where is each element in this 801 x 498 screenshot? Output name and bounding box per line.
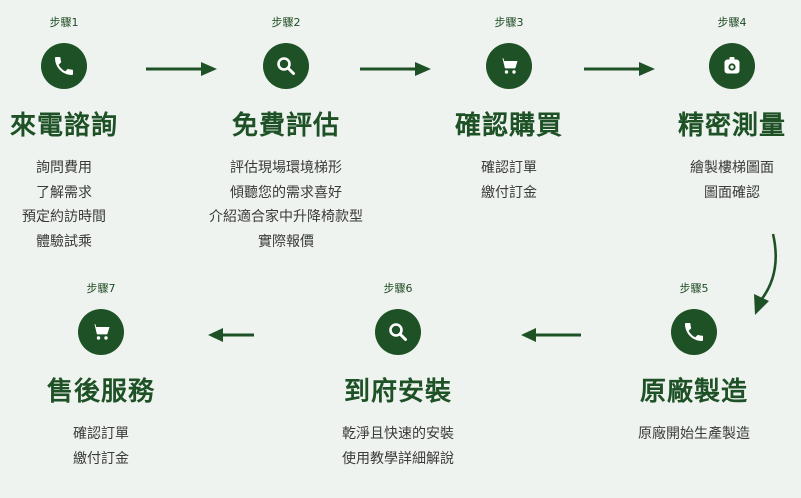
step-description: 確認訂單 繳付訂金	[6, 422, 196, 471]
step-description: 評估現場環境梯形 傾聽您的需求喜好 介紹適合家中升降椅款型 實際報價	[191, 156, 381, 254]
step-1: 步驟1 來電諮詢 詢問費用 了解需求 預定約訪時間 體驗試乘	[0, 16, 159, 254]
step-line: 實際報價	[258, 233, 314, 250]
step-description: 詢問費用 了解需求 預定約訪時間 體驗試乘	[0, 156, 159, 254]
step-7: 步驟7 售後服務 確認訂單 繳付訂金	[6, 282, 196, 471]
measure-icon	[709, 43, 755, 89]
cart-icon	[78, 309, 124, 355]
step-title: 原廠製造	[639, 377, 748, 407]
step-title: 到府安裝	[343, 377, 452, 407]
step-label: 步驟1	[49, 16, 79, 29]
step-title: 精密測量	[677, 111, 786, 141]
arrow-left-icon	[208, 328, 254, 342]
step-line: 了解需求	[36, 184, 92, 201]
step-label: 步驟6	[383, 282, 413, 295]
step-line: 繪製樓梯圖面	[690, 160, 774, 176]
step-line: 使用教學詳細解說	[342, 450, 454, 467]
curved-arrow-down-icon	[754, 233, 777, 315]
step-4: 步驟4 精密測量 繪製樓梯圖面 圖面確認	[637, 16, 801, 205]
arrow-left-icon	[521, 328, 581, 342]
step-6: 步驟6 到府安裝 乾淨且快速的安裝 使用教學詳細解說	[303, 282, 493, 471]
arrow-right-icon	[146, 62, 217, 76]
step-line: 預定約訪時間	[22, 209, 106, 225]
phone-icon	[41, 43, 87, 89]
step-title: 來電諮詢	[9, 111, 118, 141]
step-title: 確認購買	[454, 111, 563, 141]
step-title: 售後服務	[46, 377, 155, 407]
step-line: 繳付訂金	[481, 184, 537, 201]
step-description: 繪製樓梯圖面 圖面確認	[637, 156, 801, 205]
step-3: 步驟3 確認購買 確認訂單 繳付訂金	[414, 16, 604, 205]
step-description: 乾淨且快速的安裝 使用教學詳細解說	[303, 422, 493, 471]
phone-icon	[671, 309, 717, 355]
step-description: 確認訂單 繳付訂金	[414, 156, 604, 205]
arrow-right-icon	[584, 62, 655, 76]
step-description: 原廠開始生產製造	[599, 422, 789, 447]
step-5: 步驟5 原廠製造 原廠開始生產製造	[599, 282, 789, 447]
step-line: 體驗試乘	[36, 233, 92, 250]
step-line: 乾淨且快速的安裝	[342, 426, 454, 442]
step-label: 步驟5	[679, 282, 709, 295]
step-label: 步驟4	[717, 16, 747, 29]
step-label: 步驟2	[271, 16, 301, 29]
step-line: 圖面確認	[704, 184, 760, 201]
step-line: 原廠開始生產製造	[638, 426, 750, 442]
step-2: 步驟2 免費評估 評估現場環境梯形 傾聽您的需求喜好 介紹適合家中升降椅款型 實…	[191, 16, 381, 254]
arrow-right-icon	[360, 62, 431, 76]
search-icon	[375, 309, 421, 355]
step-label: 步驟3	[494, 16, 524, 29]
step-line: 確認訂單	[73, 426, 129, 442]
step-line: 詢問費用	[36, 160, 92, 176]
step-line: 評估現場環境梯形	[230, 160, 342, 176]
step-title: 免費評估	[231, 111, 340, 141]
step-label: 步驟7	[86, 282, 116, 295]
step-line: 傾聽您的需求喜好	[230, 184, 342, 201]
search-icon	[263, 43, 309, 89]
step-line: 介紹適合家中升降椅款型	[209, 209, 363, 225]
step-line: 繳付訂金	[73, 450, 129, 467]
cart-icon	[486, 43, 532, 89]
step-line: 確認訂單	[481, 160, 537, 176]
